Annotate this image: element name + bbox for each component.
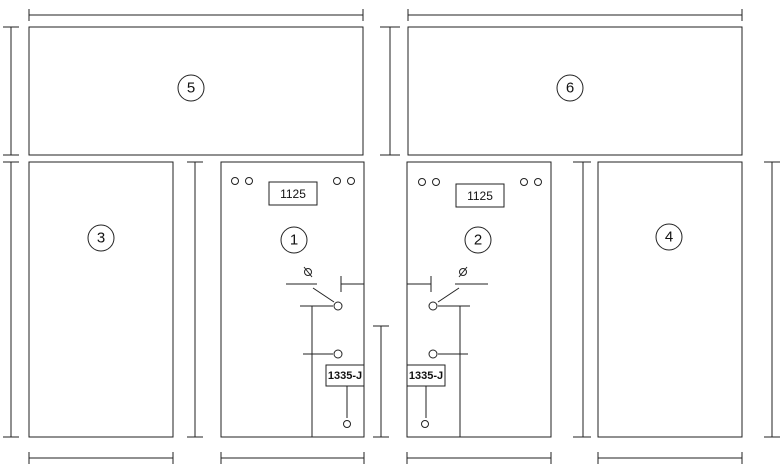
panel-3-number-circle <box>87 224 115 252</box>
panel-2-number-circle <box>464 226 492 254</box>
panel-3: 3 <box>28 161 174 438</box>
mounting-hole <box>520 178 528 186</box>
panel-4-number-circle <box>655 223 683 251</box>
panel-1-rating-label-box <box>268 181 318 206</box>
panel-2-device-label: 1335-J <box>409 370 443 382</box>
panel-1-rating-label: 1125 <box>280 187 306 201</box>
panel-3-number: 3 <box>97 230 105 247</box>
panel-1-switch-schematic <box>286 266 364 437</box>
panel-2: 1125 2 1335-J <box>406 161 552 438</box>
mounting-hole <box>245 177 253 185</box>
panel-1-device-label: 1335-J <box>328 370 362 382</box>
panel-1: 1125 1 1335-J <box>220 161 365 438</box>
panel-1-device-label-box <box>325 364 365 387</box>
panel-5: 5 <box>28 26 364 156</box>
panel-2-rating-label: 1125 <box>467 189 493 203</box>
panel-4-number: 4 <box>665 229 673 246</box>
mounting-hole <box>347 177 355 185</box>
panel-1-number: 1 <box>290 232 298 249</box>
panel-6: 6 <box>407 26 743 156</box>
mounting-hole <box>231 177 239 185</box>
panel-2-device-label-box <box>406 364 446 387</box>
panel-6-number-circle <box>556 74 584 102</box>
panel-1-number-circle <box>280 226 308 254</box>
dimension-lines <box>3 9 780 464</box>
panel-4: 4 <box>597 161 743 438</box>
panel-2-rating-label-box <box>455 183 505 208</box>
mounting-hole <box>432 178 440 186</box>
panel-5-number: 5 <box>187 80 195 97</box>
mounting-hole <box>534 178 542 186</box>
mounting-hole <box>418 178 426 186</box>
panel-6-number: 6 <box>566 80 574 97</box>
panel-5-number-circle <box>177 74 205 102</box>
mounting-hole <box>333 177 341 185</box>
panel-2-switch-schematic <box>407 266 488 437</box>
panel-2-number: 2 <box>474 232 482 249</box>
